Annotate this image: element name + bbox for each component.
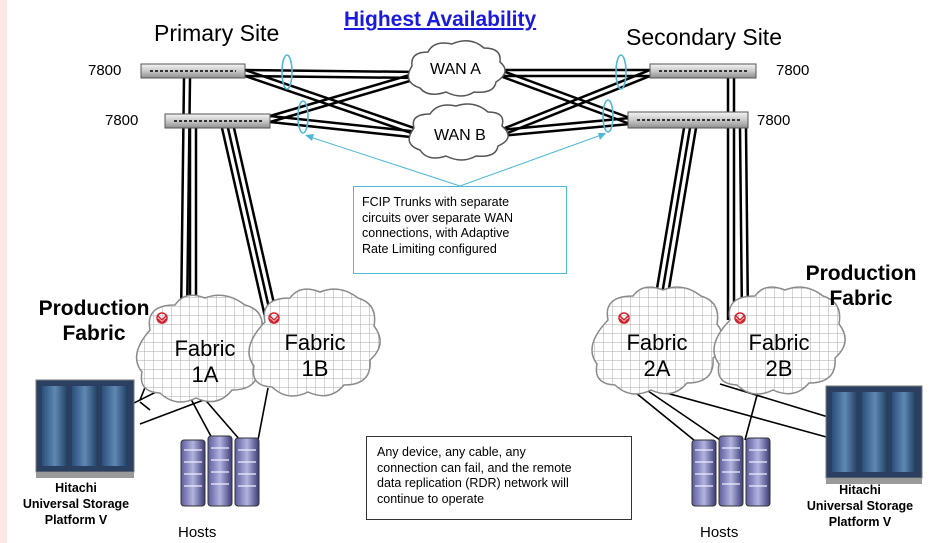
storage-label-left: Hitachi Universal Storage Platform V: [6, 480, 146, 528]
fabric-id: 2A: [643, 356, 671, 381]
production-label-line: Production: [38, 297, 150, 320]
callout-line: Rate Limiting configured: [362, 241, 497, 256]
switch-model-label: 7800: [757, 112, 791, 129]
fabric-2a-cloud: [591, 286, 724, 395]
fabric-2a-label: Fabric 2A: [612, 330, 702, 382]
switch-primary-2: [164, 113, 271, 129]
production-fabric-label-right: Production Fabric: [787, 261, 935, 311]
wan-links: [244, 68, 651, 140]
callout-line: FCIP Trunks with separate: [362, 195, 510, 209]
hosts-left: [180, 435, 260, 507]
production-fabric-label-left: Production Fabric: [20, 296, 168, 346]
secondary-site-label: Secondary Site: [626, 24, 782, 50]
storage-label-line: Universal Storage: [22, 497, 130, 511]
storage-label-right: Hitachi Universal Storage Platform V: [790, 482, 930, 530]
callout-line: data replication (RDR) network will: [377, 476, 569, 490]
fabric-logo-icon: [156, 312, 746, 325]
storage-array-left: [35, 379, 135, 478]
slide-left-bar: [0, 0, 7, 543]
callout-line: connections, with Adaptive: [362, 226, 510, 240]
fabric-2b-label: Fabric 2B: [734, 330, 824, 382]
fabric-name: Fabric: [626, 330, 688, 355]
storage-label-line: Platform V: [828, 515, 892, 529]
callout-pointer-lines: [306, 133, 605, 187]
fabric-1a-label: Fabric 1A: [160, 336, 250, 388]
fabric-id: 1A: [191, 362, 219, 387]
storage-label-line: Platform V: [44, 513, 108, 527]
diagram-title: Highest Availability: [344, 8, 537, 31]
primary-site-label: Primary Site: [154, 20, 280, 46]
fabric-label-line: Fabric: [62, 322, 126, 345]
fabric-name: Fabric: [284, 330, 346, 355]
hosts-right: [691, 435, 771, 507]
storage-label-line: Hitachi: [839, 483, 881, 497]
storage-label-line: Hitachi: [55, 481, 97, 495]
storage-label-line: Universal Storage: [806, 499, 914, 513]
trunk-rings: [281, 54, 627, 134]
callout-line: connection can fail, and the remote: [377, 460, 572, 475]
hosts-label-left: Hosts: [178, 524, 217, 541]
callout-line: Any device, any cable, any: [377, 445, 526, 459]
fabric-id: 1B: [301, 356, 329, 381]
switch-secondary-1: [649, 63, 757, 79]
production-label-line: Production: [805, 262, 917, 285]
fabric-1b-cloud: [248, 288, 381, 397]
callout-line: circuits over separate WAN: [362, 210, 513, 225]
storage-array-right: [825, 385, 923, 484]
wan-a-cloud: [407, 40, 506, 97]
callout-line: continue to operate: [377, 491, 485, 506]
switch-model-label: 7800: [88, 62, 122, 79]
wan-b-label: WAN B: [434, 127, 486, 144]
fabric-name: Fabric: [174, 336, 236, 361]
rdr-resilience-callout: Any device, any cable, any connection ca…: [366, 436, 632, 520]
fabric-1b-label: Fabric 1B: [270, 330, 360, 382]
fabric-name: Fabric: [748, 330, 810, 355]
switch-model-label: 7800: [105, 112, 139, 129]
hosts-label-right: Hosts: [700, 524, 739, 541]
fabric-2b-cloud: [713, 286, 846, 395]
pointer-arrows: [305, 133, 606, 141]
fabric-label-line: Fabric: [829, 287, 893, 310]
switch-secondary-2: [627, 111, 749, 129]
switch-primary-1: [140, 63, 246, 79]
fabric-id: 2B: [765, 356, 793, 381]
wan-a-label: WAN A: [430, 61, 481, 78]
fcip-trunk-callout: FCIP Trunks with separate circuits over …: [353, 186, 567, 274]
wan-b-cloud: [408, 103, 509, 161]
switch-model-label: 7800: [776, 62, 810, 79]
